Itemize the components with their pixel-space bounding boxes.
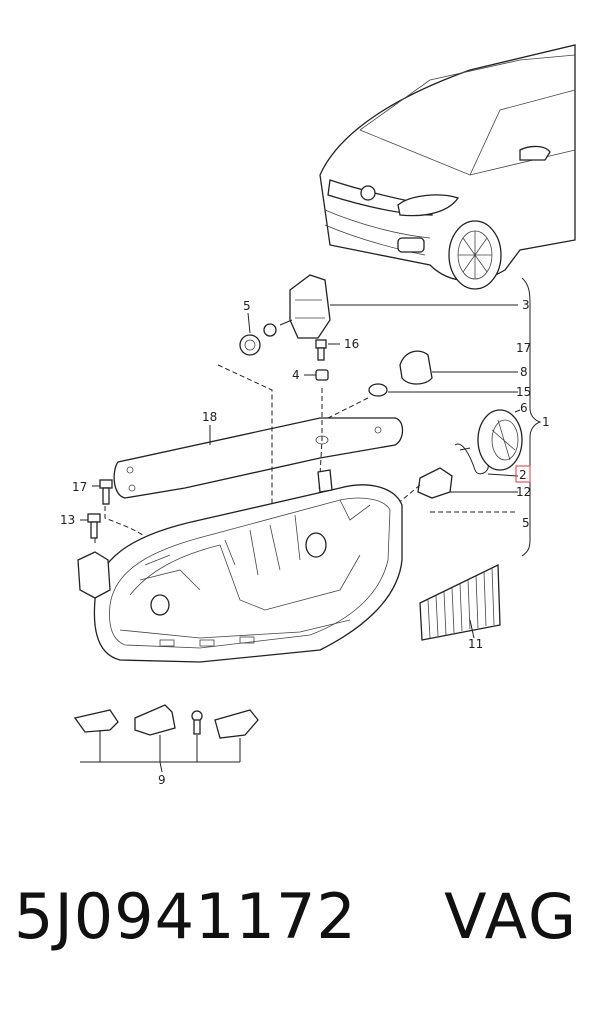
footer: 5J0941172 VAG <box>0 880 600 990</box>
part-15-screw <box>315 339 340 361</box>
callout-4: 4 <box>292 368 300 382</box>
group-bracket <box>521 277 542 557</box>
callout-11: 11 <box>468 637 483 651</box>
callout-2: 2 <box>519 468 527 482</box>
callout-9: 9 <box>158 773 166 787</box>
part-11-label-sheet <box>419 563 501 641</box>
callout-labels: 5 3 16 17 4 8 15 6 18 1 2 17 12 13 5 11 … <box>60 298 550 787</box>
callout-5b: 5 <box>522 516 530 530</box>
callout-8: 8 <box>520 365 528 379</box>
part-4-nut <box>304 369 329 381</box>
callout-18: 18 <box>202 410 217 424</box>
part-number: 5J0941172 <box>14 880 357 953</box>
headlight-housing <box>77 469 403 663</box>
callout-1: 1 <box>542 415 550 429</box>
part-9-brackets <box>73 704 259 773</box>
part-2-wire-clip <box>454 443 519 477</box>
callout-2-highlight <box>515 465 531 483</box>
callout-14: 13 <box>60 513 75 527</box>
brand-name: VAG <box>444 880 578 953</box>
callout-5a: 5 <box>243 299 251 313</box>
callout-16: 17 <box>516 341 531 355</box>
part-12-bulb <box>417 467 518 499</box>
part-13-bulb <box>368 383 518 397</box>
callout-6: 6 <box>520 401 528 415</box>
part-8-socket <box>399 350 518 385</box>
callout-12: 12 <box>516 485 531 499</box>
part-3-adjuster <box>263 274 518 339</box>
part-14-screw <box>80 513 101 539</box>
part-6-cover <box>477 409 523 471</box>
callout-3: 3 <box>522 298 530 312</box>
car-illustration <box>319 44 576 290</box>
callout-13: 15 <box>516 385 531 399</box>
part-17-screw <box>92 479 113 505</box>
callout-17: 17 <box>72 480 87 494</box>
part-5-cap <box>239 312 261 356</box>
callout-15: 16 <box>344 337 359 351</box>
exploded-parts-diagram: 5 3 16 17 4 8 15 6 18 1 2 17 12 13 5 11 … <box>60 44 576 787</box>
